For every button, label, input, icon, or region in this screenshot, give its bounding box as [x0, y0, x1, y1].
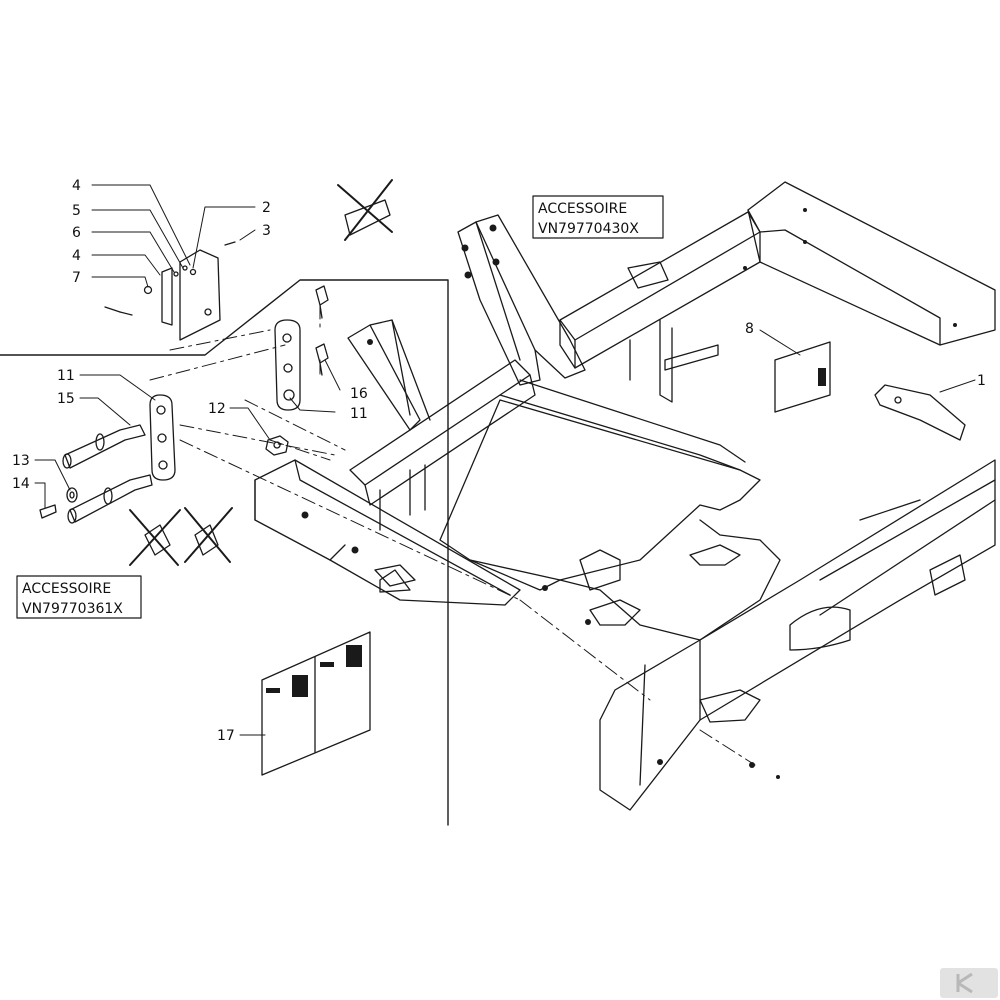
accessory-code: VN79770430X [538, 221, 639, 237]
accessory-code: VN79770361X [22, 601, 123, 617]
bracket-part-1 [874, 384, 966, 441]
callout-number: 2 [262, 200, 271, 216]
decal-8 [774, 341, 831, 413]
callout-number: 14 [12, 476, 30, 492]
lock-plate-assembly [104, 241, 236, 341]
callout-number: 1 [977, 373, 986, 389]
callout-number: 5 [72, 203, 81, 219]
callout-number: 7 [72, 270, 81, 286]
pin-lower [67, 474, 153, 524]
callout-number: 17 [217, 728, 235, 744]
washer [66, 487, 78, 503]
leader-lines [34, 184, 976, 736]
callout-number: 8 [745, 321, 754, 337]
bolt [39, 504, 57, 519]
accessory-box-top [532, 195, 664, 239]
callout-number: 15 [57, 391, 75, 407]
crossed-out-part-icon [129, 509, 181, 566]
lynch-pin-lower [315, 343, 329, 376]
lynch-pin-upper [315, 285, 329, 319]
assembly-lines [149, 304, 756, 766]
link-plate-right [274, 319, 301, 411]
nut [265, 435, 289, 456]
decal-sheet-17 [261, 631, 371, 776]
callout-number: 4 [72, 178, 81, 194]
section-divider [0, 279, 449, 826]
watermark-logo-icon [940, 968, 998, 998]
callout-number: 12 [208, 401, 226, 417]
pin-upper [62, 424, 146, 469]
main-frame [254, 181, 996, 811]
callout-number: 4 [72, 248, 81, 264]
frame-holes [301, 208, 957, 779]
accessory-box-bottom [16, 575, 142, 619]
callout-number: 6 [72, 225, 81, 241]
accessory-label: ACCESSOIRE [22, 581, 111, 597]
callout-number: 3 [262, 223, 271, 239]
callout-number: 16 [350, 386, 368, 402]
crossed-out-part-icon [184, 507, 233, 563]
callout-number: 11 [350, 406, 368, 422]
link-plate-left [149, 394, 176, 481]
crossed-out-part-icon [337, 179, 393, 241]
callout-number: 13 [12, 453, 30, 469]
accessory-label: ACCESSOIRE [538, 201, 627, 217]
callout-number: 11 [57, 368, 75, 384]
